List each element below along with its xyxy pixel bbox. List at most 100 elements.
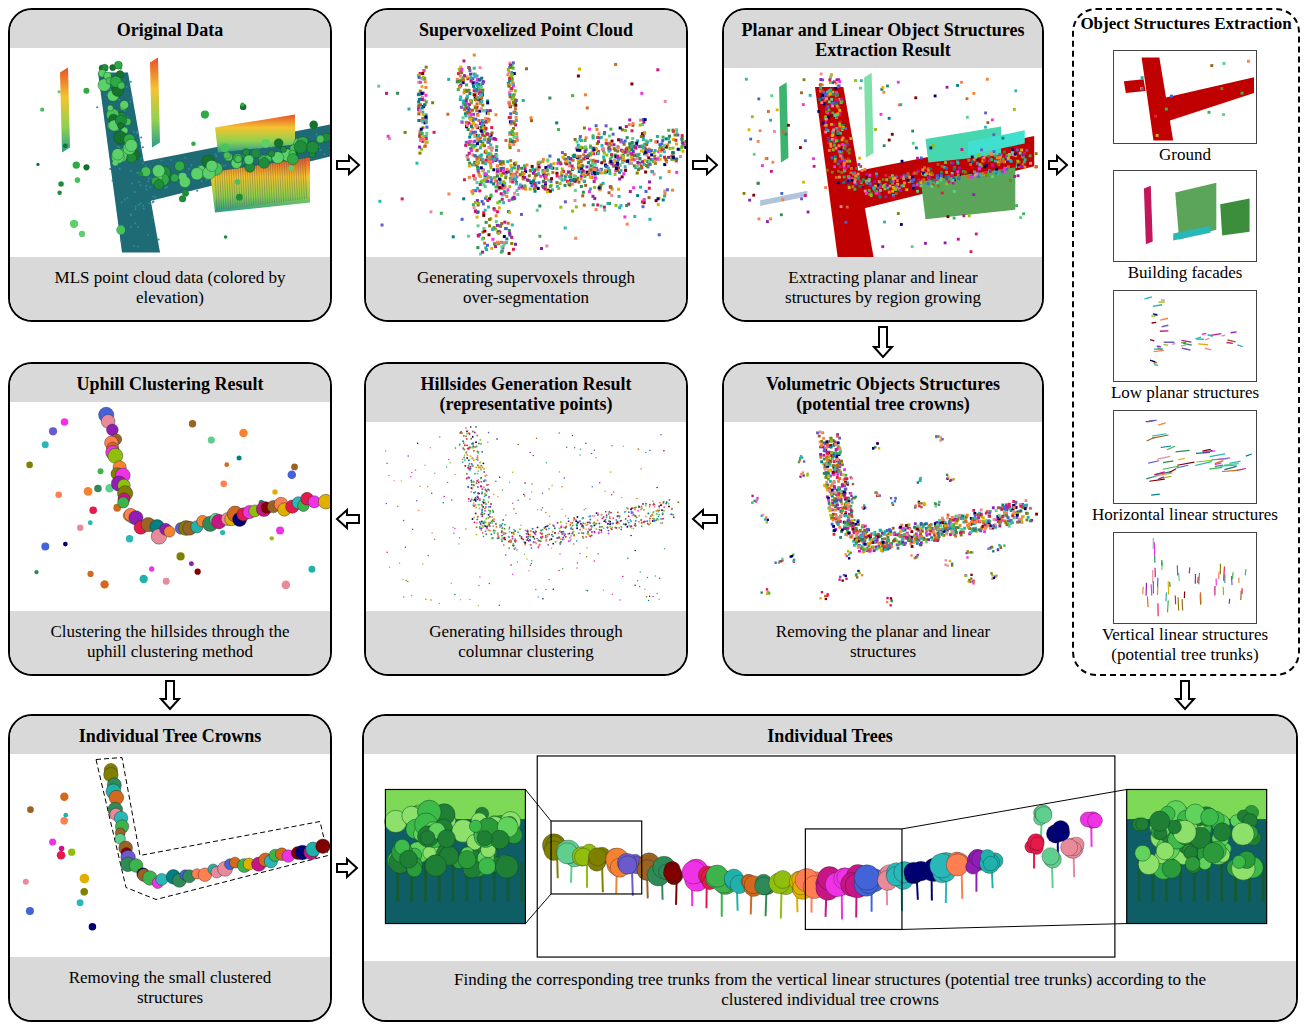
facade-detail bbox=[291, 159, 293, 201]
supervoxel bbox=[473, 54, 476, 57]
supervoxel bbox=[472, 85, 475, 88]
supervoxel bbox=[559, 182, 562, 185]
supervoxel bbox=[578, 68, 581, 71]
supervoxel bbox=[541, 185, 544, 188]
point-mark bbox=[170, 159, 172, 161]
supervoxel bbox=[474, 106, 477, 109]
point-mark bbox=[131, 182, 133, 184]
supervoxel bbox=[468, 122, 471, 125]
supervoxel bbox=[886, 85, 889, 88]
supervoxel bbox=[584, 145, 587, 148]
point-mark bbox=[143, 207, 145, 209]
supervoxel bbox=[589, 176, 592, 179]
supervoxel bbox=[991, 163, 994, 166]
supervoxel bbox=[546, 158, 549, 161]
supervoxel bbox=[489, 160, 492, 163]
supervoxel bbox=[508, 185, 511, 188]
supervoxel bbox=[669, 147, 672, 150]
supervoxel bbox=[550, 166, 553, 169]
supervoxel bbox=[480, 130, 483, 133]
facade-detail bbox=[282, 160, 284, 201]
supervoxel bbox=[583, 180, 586, 183]
supervoxel bbox=[489, 176, 492, 179]
supervoxel bbox=[463, 74, 466, 77]
point-mark bbox=[190, 164, 192, 166]
tree-points bbox=[287, 154, 298, 165]
supervoxel bbox=[484, 162, 487, 165]
supervoxel bbox=[478, 155, 481, 158]
tree-points bbox=[175, 161, 185, 171]
supervoxel bbox=[600, 136, 603, 139]
supervoxel bbox=[656, 158, 659, 161]
supervoxel bbox=[544, 182, 547, 185]
facade-detail bbox=[266, 163, 268, 204]
panel-title: Planar and Linear Object Structures Extr… bbox=[724, 10, 1042, 68]
supervoxel bbox=[646, 149, 649, 152]
supervoxel bbox=[510, 242, 513, 245]
supervoxel bbox=[515, 182, 518, 185]
supervoxel bbox=[640, 164, 643, 167]
supervoxel bbox=[631, 122, 634, 125]
supervoxel bbox=[573, 178, 576, 181]
supervoxel bbox=[635, 147, 638, 150]
supervoxel bbox=[396, 92, 399, 95]
facade-detail bbox=[293, 159, 295, 201]
supervoxel bbox=[663, 194, 666, 197]
supervoxel bbox=[514, 104, 517, 107]
supervoxel bbox=[589, 168, 592, 171]
hollow-arrow bbox=[1176, 681, 1194, 709]
point-mark bbox=[130, 215, 132, 217]
supervoxel bbox=[970, 250, 973, 253]
point-mark bbox=[329, 147, 330, 149]
supervoxel bbox=[477, 135, 480, 138]
supervoxel bbox=[644, 190, 647, 193]
tree-points bbox=[206, 160, 217, 171]
supervoxel bbox=[483, 178, 486, 181]
supervoxel bbox=[487, 233, 490, 236]
supervoxel bbox=[508, 143, 511, 146]
supervoxel bbox=[446, 113, 449, 116]
supervoxel bbox=[493, 176, 496, 179]
point-cloud-illustration bbox=[724, 68, 1042, 257]
supervoxel bbox=[473, 154, 476, 157]
supervoxel bbox=[557, 187, 560, 190]
point-mark bbox=[147, 180, 149, 182]
supervoxel bbox=[483, 130, 486, 133]
facade-detail bbox=[300, 158, 302, 200]
supervoxel bbox=[609, 160, 612, 163]
supervoxel bbox=[477, 202, 480, 205]
supervoxel bbox=[544, 181, 547, 184]
point-mark bbox=[147, 234, 149, 236]
supervoxel bbox=[484, 209, 487, 212]
supervoxel bbox=[462, 116, 465, 119]
supervoxel bbox=[663, 156, 666, 159]
supervoxel bbox=[477, 119, 480, 122]
supervoxel bbox=[574, 175, 577, 178]
supervoxel bbox=[583, 126, 586, 129]
supervoxel bbox=[463, 178, 466, 181]
supervoxel bbox=[419, 109, 422, 112]
supervoxel bbox=[944, 241, 947, 244]
supervoxel bbox=[519, 173, 522, 176]
supervoxel bbox=[424, 94, 427, 97]
supervoxel bbox=[466, 75, 469, 78]
supervoxel bbox=[882, 178, 885, 181]
supervoxel bbox=[644, 118, 647, 121]
supervoxel bbox=[480, 107, 483, 110]
supervoxel bbox=[513, 136, 516, 139]
supervoxel bbox=[495, 220, 498, 223]
facade-detail bbox=[289, 159, 291, 201]
tree-points bbox=[316, 135, 324, 143]
supervoxel bbox=[502, 169, 505, 172]
facade-detail bbox=[261, 164, 263, 205]
supervoxel bbox=[485, 195, 488, 198]
supervoxel bbox=[490, 180, 493, 183]
point-mark bbox=[118, 147, 120, 149]
supervoxel bbox=[511, 81, 514, 84]
point-mark bbox=[153, 201, 155, 203]
supervoxel bbox=[651, 170, 654, 173]
supervoxel bbox=[481, 158, 484, 161]
supervoxel bbox=[487, 120, 490, 123]
supervoxel bbox=[593, 180, 596, 183]
supervoxel bbox=[530, 116, 533, 119]
